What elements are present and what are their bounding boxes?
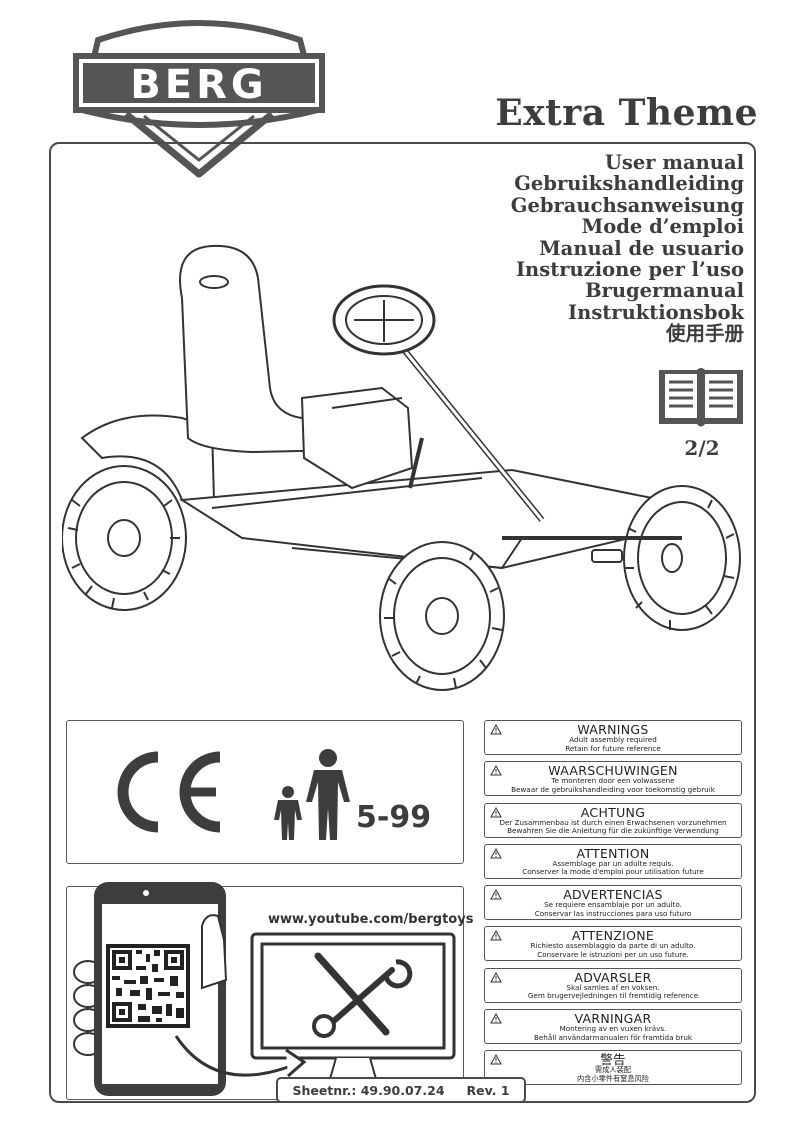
warning-triangle-icon	[490, 971, 502, 983]
warning-line-2: Conserver la mode d'emploi pour utilisat…	[522, 867, 704, 877]
brand-text: BERG	[130, 62, 267, 108]
warning-triangle-icon	[490, 847, 502, 859]
sheet-number-group: Sheetnr.: 49.90.07.24	[292, 1083, 444, 1098]
title-en: User manual	[604, 151, 744, 174]
warning-nl: WAARSCHUWINGEN Te monteren door een volw…	[484, 761, 742, 797]
warning-line-1: Te monteren door een volwassene	[551, 776, 675, 786]
warning-line-2: Conservar las instrucciones para uso fut…	[534, 908, 692, 918]
title-fr: Mode d’emploi	[581, 215, 744, 239]
warning-title: ADVARSLER	[574, 969, 652, 985]
youtube-link[interactable]: www.youtube.com/bergtoys	[268, 912, 474, 927]
warning-line-1: 需成人装配	[595, 1065, 631, 1075]
warning-it: ATTENZIONE Richiesto assemblaggio da par…	[484, 926, 742, 962]
warning-line-1: Montering av en vuxen krävs.	[559, 1024, 667, 1034]
title-sv: Instruktionsbok	[568, 300, 744, 324]
warning-title: ATTENTION	[576, 845, 650, 861]
warning-line-2: Behåll användarmanualen för framtida bru…	[533, 1032, 693, 1042]
certification-panel	[66, 720, 464, 864]
tools-icon	[314, 952, 395, 1036]
title-es: Manual de usuario	[539, 236, 744, 260]
warning-title: VARNINGAR	[574, 1011, 652, 1027]
warning-en: WARNINGS Adult assembly required Retain …	[484, 720, 742, 755]
warning-title: ADVERTENCIAS	[563, 887, 663, 903]
part-indicator: 2/2	[684, 436, 720, 460]
warning-line-2: 内含小零件有窒息风险	[577, 1073, 649, 1083]
sheet-number: 49.90.07.24	[360, 1082, 445, 1098]
warning-line-2: Conservare le istruzioni per un uso futu…	[537, 950, 689, 960]
sheet-number-footer: Sheetnr.: 49.90.07.24 Rev. 1	[276, 1077, 526, 1103]
product-title: Extra Theme	[495, 92, 758, 134]
warning-triangle-icon	[490, 1013, 502, 1024]
warning-fr: ATTENTION Assemblage par un adulte requi…	[484, 843, 742, 879]
warning-triangle-icon	[490, 765, 502, 776]
title-de: Gebrauchsanweisung	[510, 193, 744, 217]
warning-es: ADVERTENCIAS Se requiere ensamblaje por …	[484, 885, 742, 921]
warning-triangle-icon	[490, 806, 502, 818]
warning-line-2: Bewahren Sie die Anleitung für die zukün…	[507, 826, 719, 836]
video-illustration	[66, 876, 464, 1100]
warning-da: ADVARSLER Skal samles af en voksen. Gem …	[484, 967, 742, 1003]
warning-triangle-icon	[490, 930, 502, 941]
warning-zh: 警告 需成人装配 内含小零件有窒息风险	[484, 1050, 742, 1086]
title-nl: Gebruikshandleiding	[514, 172, 744, 196]
warning-line-1: Se requiere ensamblaje por un adulto.	[544, 900, 682, 910]
warning-triangle-icon	[490, 1054, 502, 1065]
manual-titles: User manual Gebruikshandleiding Gebrauch…	[511, 152, 744, 345]
warning-title: WARNINGS	[577, 722, 649, 737]
sheet-label: Sheetnr.:	[292, 1082, 357, 1098]
go-kart-illustration	[61, 238, 752, 698]
video-panel	[66, 886, 464, 1100]
warning-line-1: Skal samles af en voksen.	[566, 982, 660, 992]
warning-title: ATTENZIONE	[571, 928, 655, 944]
title-da: Brugermanual	[585, 279, 744, 303]
person-figures-icon	[270, 748, 356, 840]
warnings-list: WARNINGS Adult assembly required Retain …	[484, 720, 742, 1092]
warning-line-1: Der Zusammenbau ist durch einen Erwachse…	[499, 817, 727, 827]
warning-line-2: Gem brugervejledningen til fremtidig ref…	[527, 991, 699, 1001]
warning-line-2: Bewaar de gebruikshandleiding voor toeko…	[511, 784, 715, 794]
age-range: 5-99	[356, 800, 432, 835]
qr-code-icon	[106, 944, 190, 1028]
berg-logo: BERG	[68, 14, 330, 182]
warning-title: ACHTUNG	[580, 804, 646, 820]
revision: Rev. 1	[466, 1082, 510, 1098]
warning-line-1: Richiesto assemblaggio da parte di un ad…	[530, 941, 696, 951]
warning-line-1: Assemblage par un adulte requis.	[552, 858, 674, 868]
warning-sv: VARNINGAR Montering av en vuxen krävs. B…	[484, 1009, 742, 1045]
warning-line-2: Retain for future reference	[565, 743, 661, 753]
warning-line-1: Adult assembly required	[569, 735, 657, 744]
book-icon	[655, 366, 747, 432]
warning-title: WAARSCHUWINGEN	[548, 763, 678, 779]
title-zh: 使用手册	[665, 322, 744, 346]
warning-triangle-icon	[490, 889, 502, 900]
ce-mark-icon	[100, 745, 228, 839]
warning-title: 警告	[600, 1052, 626, 1068]
title-it: Instruzione per l’uso	[515, 258, 744, 282]
warning-de: ACHTUNG Der Zusammenbau ist durch einen …	[484, 802, 742, 838]
warning-triangle-icon	[490, 724, 502, 735]
